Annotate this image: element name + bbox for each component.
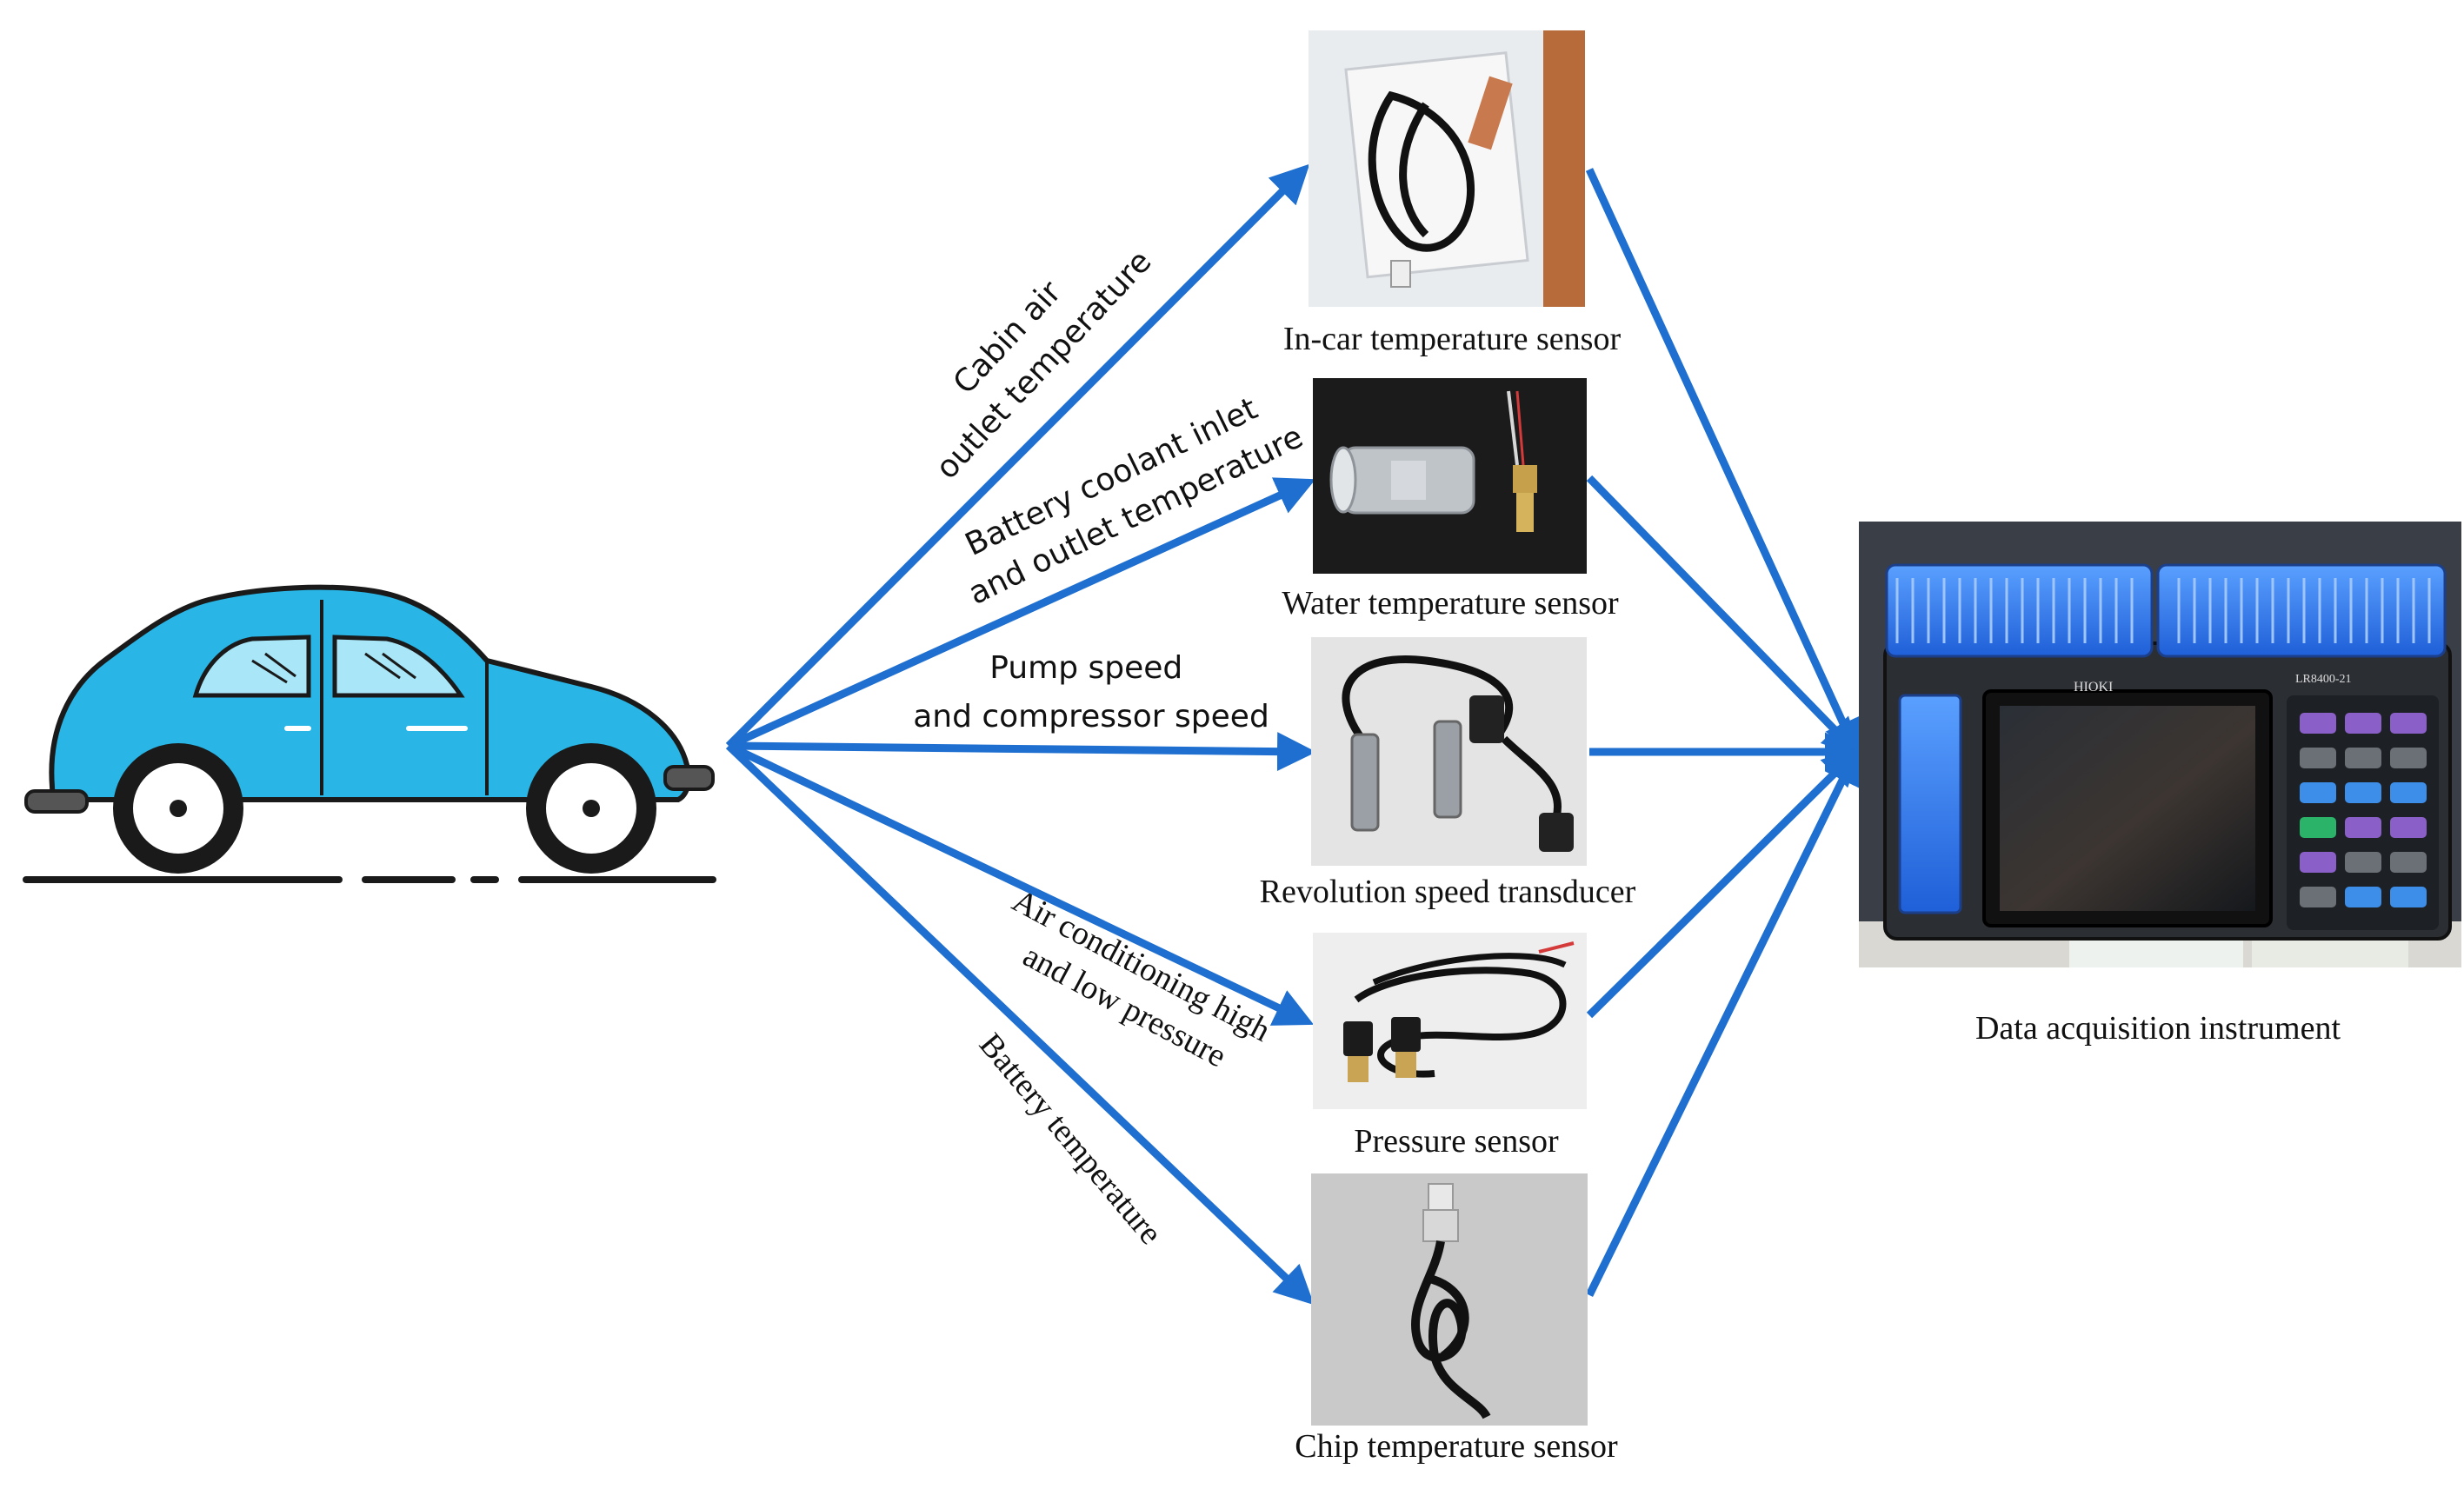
caption-chip: Chip temperature sensor [1295, 1428, 1618, 1465]
panel-button [2390, 713, 2427, 734]
panel-button [2390, 887, 2427, 907]
panel-button [2300, 852, 2336, 873]
caption-instrument: Data acquisition instrument [1975, 1010, 2341, 1047]
arrow-water-to-instrument [1586, 475, 1862, 758]
car-wheel-rear [526, 743, 656, 874]
arrow-car-to-incar [725, 163, 1310, 749]
panel-button [2345, 713, 2381, 734]
panel-button [2300, 748, 2336, 768]
sensor-incar: In-car temperature sensor [1283, 30, 1622, 357]
caption-revolution: Revolution speed transducer [1260, 874, 1636, 910]
panel-button [2300, 887, 2336, 907]
arrow-incar-to-instrument [1585, 168, 1861, 760]
label-speed: Pump speed and compressor speed [913, 650, 1269, 735]
instrument-photo: HIOKI LR8400-21 Data acquisition instrum… [1859, 522, 2461, 1047]
arrow-car-to-pressure [727, 741, 1315, 1026]
caption-pressure: Pressure sensor [1354, 1123, 1559, 1160]
car-window-front [192, 635, 311, 698]
panel-button [2345, 817, 2381, 838]
arrow-car-to-water [727, 477, 1316, 750]
arrow-car-to-chip [725, 742, 1315, 1306]
sensor-revolution: Revolution speed transducer [1260, 637, 1636, 910]
panel-button [2390, 817, 2427, 838]
sensor-chip: Chip temperature sensor [1295, 1173, 1618, 1465]
arrow-car-to-revolution [728, 732, 1316, 772]
panel-button [2390, 852, 2427, 873]
caption-water: Water temperature sensor [1282, 585, 1619, 622]
control-panel-buttons [2300, 713, 2427, 907]
panel-button [2300, 817, 2336, 838]
car-wheel-front [113, 743, 243, 874]
panel-button [2345, 782, 2381, 803]
panel-button [2300, 782, 2336, 803]
panel-button [2300, 713, 2336, 734]
arrow-pressure-to-instrument [1586, 746, 1862, 1019]
arrow-chip-to-instrument [1585, 744, 1861, 1297]
instrument-brand: HIOKI [2074, 680, 2113, 695]
panel-button [2390, 782, 2427, 803]
panel-button [2345, 748, 2381, 768]
car-illustration [23, 584, 716, 883]
sensor-water: Water temperature sensor [1282, 378, 1619, 622]
instrument-model: LR8400-21 [2295, 673, 2352, 686]
panel-button [2345, 887, 2381, 907]
panel-button [2390, 748, 2427, 768]
terminal-ribs [1895, 578, 2431, 643]
sensor-pressure: Pressure sensor [1313, 933, 1587, 1160]
caption-incar: In-car temperature sensor [1283, 321, 1622, 357]
connection-arrows [725, 163, 1864, 1306]
panel-button [2345, 852, 2381, 873]
